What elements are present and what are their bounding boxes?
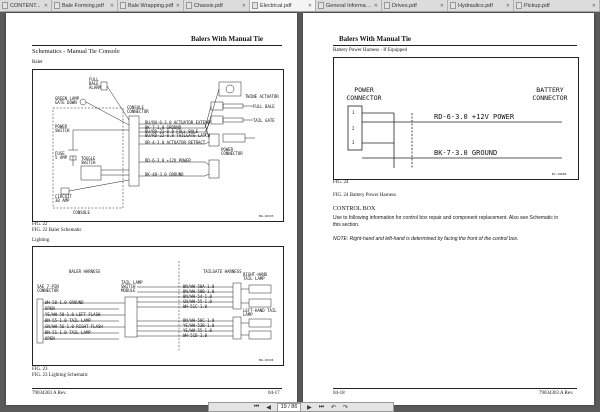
subhead-lighting: Lighting bbox=[32, 238, 50, 243]
pdf-file-icon bbox=[186, 2, 192, 9]
tab-bale-wrapping[interactable]: Bale Wrapping.pdf✕ bbox=[118, 0, 184, 11]
close-icon[interactable]: ✕ bbox=[505, 2, 510, 9]
pdf-file-icon bbox=[384, 2, 390, 9]
lighting-schematic: BALER HARNESS TAILGATE HARNESS SAE 7-PIN… bbox=[32, 246, 284, 366]
footer-right: 79034303 A Rev. bbox=[539, 391, 574, 396]
footer-left: 79034303 A Rev. bbox=[32, 391, 67, 396]
pdf-file-icon bbox=[516, 2, 522, 9]
previous-page-icon[interactable]: ◀ bbox=[266, 404, 271, 411]
tab-bale-forming[interactable]: Bale Forming.pdf✕ bbox=[52, 0, 118, 11]
footer-rule bbox=[32, 388, 282, 389]
control-box-paragraph: Use to following information for control… bbox=[333, 215, 559, 228]
fig23-number: FIG. 23 bbox=[32, 367, 48, 372]
lighting-schematic-drawing bbox=[36, 261, 272, 351]
battery-connector-label: BATTERY CONNECTOR bbox=[532, 86, 568, 102]
battery-harness-diagram: POWER CONNECTOR BATTERY CONNECTOR RD-6-3… bbox=[333, 57, 579, 180]
section-title: Schematics - Manual Tie Console bbox=[32, 48, 120, 55]
footer-right: 04-17 bbox=[268, 391, 280, 396]
subhead-baler: Baler bbox=[32, 60, 43, 65]
pdf-file-icon bbox=[54, 2, 60, 9]
battery-harness-drawing bbox=[347, 105, 562, 168]
tab-drives[interactable]: Drives.pdf✕ bbox=[382, 0, 448, 11]
running-header: Balers With Manual Tie bbox=[339, 35, 412, 43]
pdf-file-icon bbox=[252, 2, 258, 9]
tab-pickup[interactable]: Pickup.pdf✕ bbox=[514, 0, 600, 11]
wire-power-label: RD-6-3.0 +12V POWER bbox=[434, 113, 515, 121]
close-icon[interactable]: ✕ bbox=[43, 2, 48, 9]
first-page-icon[interactable]: ⏮ bbox=[253, 403, 260, 410]
back-arrow-icon[interactable]: ↶ bbox=[330, 404, 336, 411]
fig24-number: FIG. 24 bbox=[333, 180, 349, 185]
pdf-file-icon bbox=[120, 2, 126, 9]
close-icon[interactable]: ✕ bbox=[307, 2, 312, 9]
footer-rule bbox=[333, 388, 577, 389]
section-title: Battery Power Harness - If Equipped bbox=[333, 48, 408, 53]
pdf-file-icon bbox=[450, 2, 456, 9]
footer-left: 04-18 bbox=[333, 391, 345, 396]
tab-contents[interactable]: CONTENT...✕ bbox=[0, 0, 52, 11]
close-icon[interactable]: ✕ bbox=[109, 2, 114, 9]
baler-schematic: FULL BALE ALARM GREEN LAMP GATE DOWN POW… bbox=[32, 69, 284, 222]
pdf-file-icon bbox=[318, 2, 324, 9]
next-page-icon[interactable]: ▶ bbox=[307, 404, 312, 411]
tab-chassis[interactable]: Chassis.pdf✕ bbox=[184, 0, 250, 11]
close-icon[interactable]: ✕ bbox=[591, 2, 596, 9]
wire-ground-label: BK-7-3.0 GROUND bbox=[434, 149, 498, 157]
fig22-caption: FIG. 22 Baler Schematic bbox=[32, 228, 82, 233]
control-box-note: NOTE: Right-hand and left-hand is determ… bbox=[333, 236, 519, 242]
close-icon[interactable]: ✕ bbox=[439, 2, 444, 9]
header-rule bbox=[333, 45, 577, 46]
tab-hydraulics[interactable]: Hydraulics.pdf✕ bbox=[448, 0, 514, 11]
tab-electrical[interactable]: Electrical.pdf✕ bbox=[250, 0, 316, 11]
close-icon[interactable]: ✕ bbox=[175, 2, 180, 9]
fig23-caption: FIG. 23 Lighting Schematic bbox=[32, 373, 89, 378]
fig22-number: FIG. 22 bbox=[32, 222, 48, 227]
control-box-title: CONTROL BOX bbox=[333, 206, 376, 212]
fig24-caption: FIG. 24 Battery Power Harness bbox=[333, 193, 396, 198]
close-icon[interactable]: ✕ bbox=[373, 2, 378, 9]
close-icon[interactable]: ✕ bbox=[241, 2, 246, 9]
forward-arrow-icon[interactable]: ↷ bbox=[342, 404, 348, 411]
header-rule bbox=[32, 45, 282, 46]
right-page: Balers With Manual Tie Battery Power Har… bbox=[303, 13, 594, 405]
baler-schematic-drawing bbox=[52, 81, 255, 209]
running-header: Balers With Manual Tie bbox=[191, 35, 264, 43]
page-navigation-bar: ⏮ ◀ 19 / 86 ▶ ⏭ ↶ ↷ bbox=[208, 402, 394, 412]
power-connector-label: POWER CONNECTOR bbox=[346, 86, 382, 102]
tab-general-information[interactable]: General Information.pdf✕ bbox=[316, 0, 382, 11]
pdf-file-icon bbox=[2, 2, 8, 9]
left-page: Balers With Manual Tie Schematics - Manu… bbox=[6, 13, 297, 405]
tab-bar: CONTENT...✕ Bale Forming.pdf✕ Bale Wrapp… bbox=[0, 0, 600, 12]
page-number-field[interactable]: 19 / 86 bbox=[276, 402, 302, 412]
last-page-icon[interactable]: ⏭ bbox=[318, 403, 325, 410]
